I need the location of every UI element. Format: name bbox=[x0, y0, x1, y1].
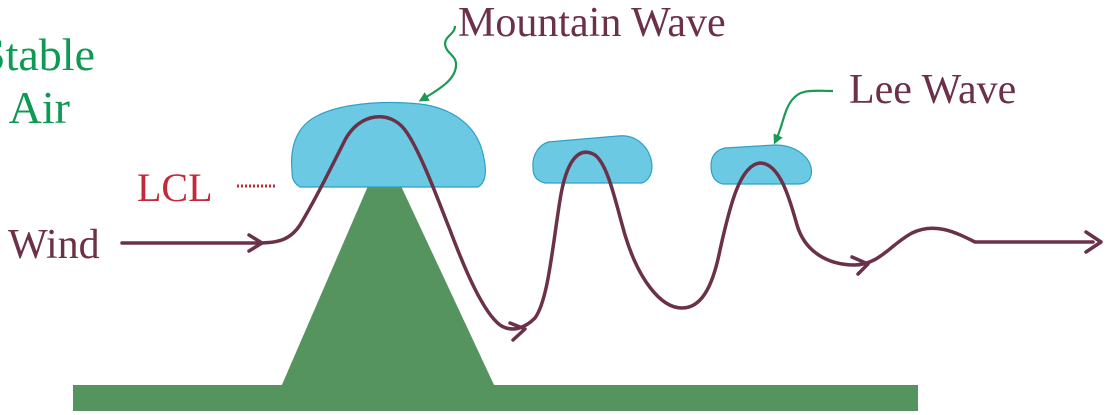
lee-wave-pointer-arrow bbox=[773, 89, 834, 145]
mountain bbox=[281, 186, 495, 387]
mountain-wave-pointer-arrow bbox=[418, 25, 458, 102]
ground bbox=[73, 385, 918, 411]
stable-air-label-line1: Stable bbox=[0, 29, 95, 80]
arrowhead-upwind bbox=[247, 233, 264, 253]
lee-wave-label: Lee Wave bbox=[849, 67, 1016, 113]
arrowhead-exit bbox=[1084, 230, 1103, 254]
wind-label: Wind bbox=[8, 222, 100, 268]
arrowhead-valley bbox=[508, 321, 527, 342]
stable-air-label-line2: Air bbox=[9, 82, 70, 133]
mountain-wave-cloud bbox=[291, 101, 486, 188]
lcl-label: LCL bbox=[137, 165, 213, 210]
lee-wave-cloud-1 bbox=[532, 135, 653, 184]
wind-flow-line bbox=[120, 115, 1095, 331]
arrowhead-downwind bbox=[850, 255, 870, 276]
mountain-wave-label: Mountain Wave bbox=[458, 0, 726, 46]
